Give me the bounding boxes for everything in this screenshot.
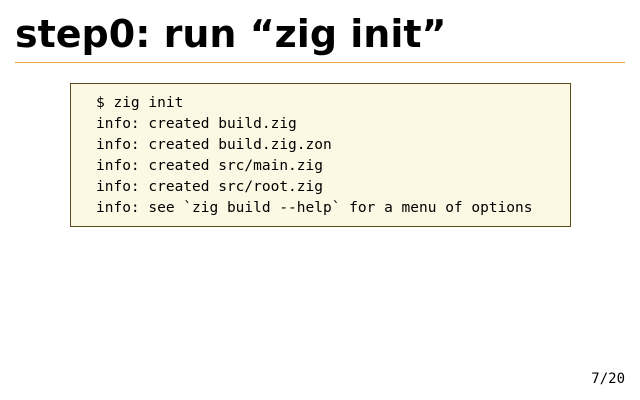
terminal-line: info: created src/root.zig [96,179,323,195]
title-divider [15,62,625,63]
terminal-output-block: $ zig init info: created build.zig info:… [70,83,571,227]
terminal-line: info: created build.zig.zon [96,137,332,153]
terminal-line: info: see `zig build --help` for a menu … [96,200,533,216]
terminal-line: info: created build.zig [96,116,297,132]
terminal-line: info: created src/main.zig [96,158,323,174]
terminal-line: $ zig init [96,95,184,111]
slide-title: step0: run “zig init” [15,12,447,56]
page-number: 7/20 [591,371,625,387]
